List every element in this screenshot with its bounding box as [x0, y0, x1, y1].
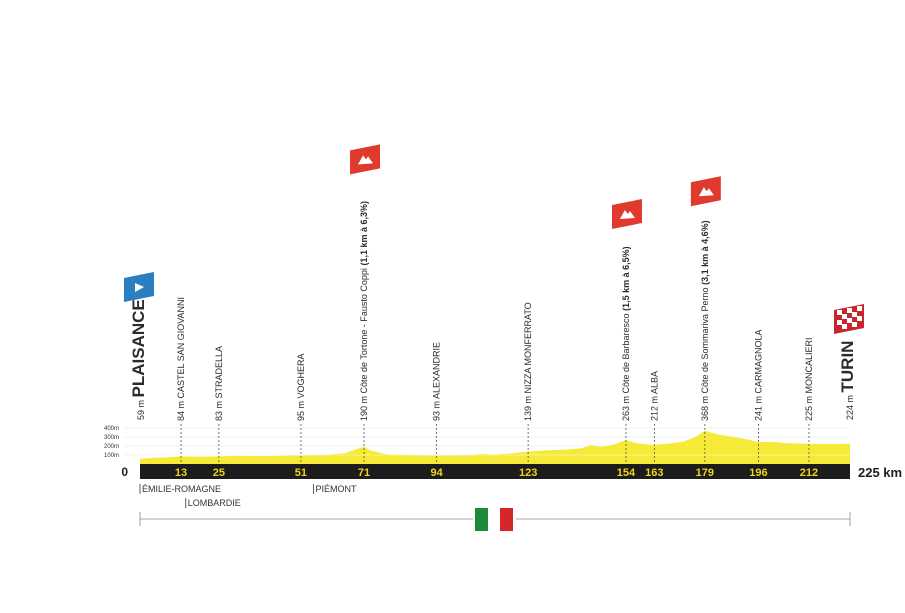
waypoint-label: 84 m CASTEL SAN GIOVANNI — [176, 297, 186, 421]
altitude-label-100: 100m — [104, 453, 119, 459]
region-label: ÉMILIE-ROMAGNE — [142, 484, 221, 494]
waypoint-label: 225 m MONCALIERI — [804, 337, 814, 421]
distance-ribbon — [140, 464, 850, 479]
end-km-label: 225 km — [858, 465, 902, 480]
waypoint-start: 59 m PLAISANCE — [124, 272, 154, 420]
km-tick-label: 71 — [358, 467, 370, 479]
waypoint-label: 241 m CARMAGNOLA — [753, 329, 763, 421]
waypoint-town: 95 m VOGHERA — [296, 353, 306, 464]
waypoint-label: 212 m ALBA — [649, 371, 659, 421]
waypoint-label: 139 m NIZZA MONFERRATO — [523, 302, 533, 421]
km-tick-label: 179 — [696, 467, 714, 479]
km-tick-label: 13 — [175, 467, 187, 479]
waypoint-label: 190 m Côte de Tortone - Fausto Coppi (1,… — [359, 201, 369, 421]
km-tick-label: 212 — [800, 467, 818, 479]
waypoint-town: 93 m ALEXANDRIE — [432, 342, 442, 464]
waypoint-label: 95 m VOGHERA — [296, 353, 306, 421]
altitude-label-300: 300m — [104, 435, 119, 441]
region-label: LOMBARDIE — [188, 498, 241, 508]
waypoint-label: 83 m STRADELLA — [214, 346, 224, 421]
finish-flag-icon — [834, 304, 864, 334]
km-tick-label: 123 — [519, 467, 537, 479]
waypoint-label: 59 m PLAISANCE — [129, 299, 148, 420]
waypoint-label: 224 m TURIN — [838, 341, 857, 420]
km-tick-label: 163 — [645, 467, 663, 479]
waypoint-climb: 263 m Côte de Barbaresco (1,5 km à 6,5%) — [611, 199, 642, 464]
waypoint-town: 84 m CASTEL SAN GIOVANNI — [176, 297, 186, 464]
climb-flag-icon — [350, 144, 381, 175]
waypoint-label: 263 m Côte de Barbaresco (1,5 km à 6,5%) — [621, 246, 631, 421]
climb-flag-icon — [690, 176, 721, 207]
waypoint-finish: 224 m TURIN — [834, 304, 864, 420]
km-tick-label: 94 — [430, 467, 443, 479]
km-tick-label: 51 — [295, 467, 307, 479]
km-tick-label: 25 — [213, 467, 225, 479]
waypoint-label: 93 m ALEXANDRIE — [432, 342, 442, 421]
km-tick-label: 196 — [749, 467, 767, 479]
waypoint-town: 241 m CARMAGNOLA — [753, 329, 763, 464]
waypoints: 59 m PLAISANCE 84 m CASTEL SAN GIOVANNI 83… — [124, 144, 864, 464]
start-flag-icon — [124, 272, 154, 302]
waypoint-climb: 190 m Côte de Tortone - Fausto Coppi (1,… — [350, 144, 381, 464]
regions: ÉMILIE-ROMAGNE LOMBARDIE PIÉMONT — [139, 484, 358, 508]
waypoint-climb: 368 m Côte de Sommariva Perno (3,1 km à … — [690, 176, 721, 464]
region-label: PIÉMONT — [316, 484, 358, 494]
waypoint-label: 368 m Côte de Sommariva Perno (3,1 km à … — [700, 220, 710, 421]
waypoint-town: 212 m ALBA — [649, 371, 659, 464]
country-rule — [139, 508, 851, 531]
altitude-label-200: 200m — [104, 444, 119, 450]
km-tick-label: 154 — [617, 467, 636, 479]
altitude-label-400: 400m — [104, 426, 119, 432]
elevation-profile — [140, 430, 850, 464]
waypoint-town: 139 m NIZZA MONFERRATO — [523, 302, 533, 464]
waypoint-town: 225 m MONCALIERI — [804, 337, 814, 464]
km-ticks: 13 25 51 71 94 123 154 163 179 196 212 — [175, 467, 818, 479]
start-km-label: 0 — [121, 465, 128, 479]
climb-flag-icon — [611, 199, 642, 229]
waypoint-town: 83 m STRADELLA — [214, 346, 224, 464]
italy-flag-icon — [475, 508, 513, 531]
